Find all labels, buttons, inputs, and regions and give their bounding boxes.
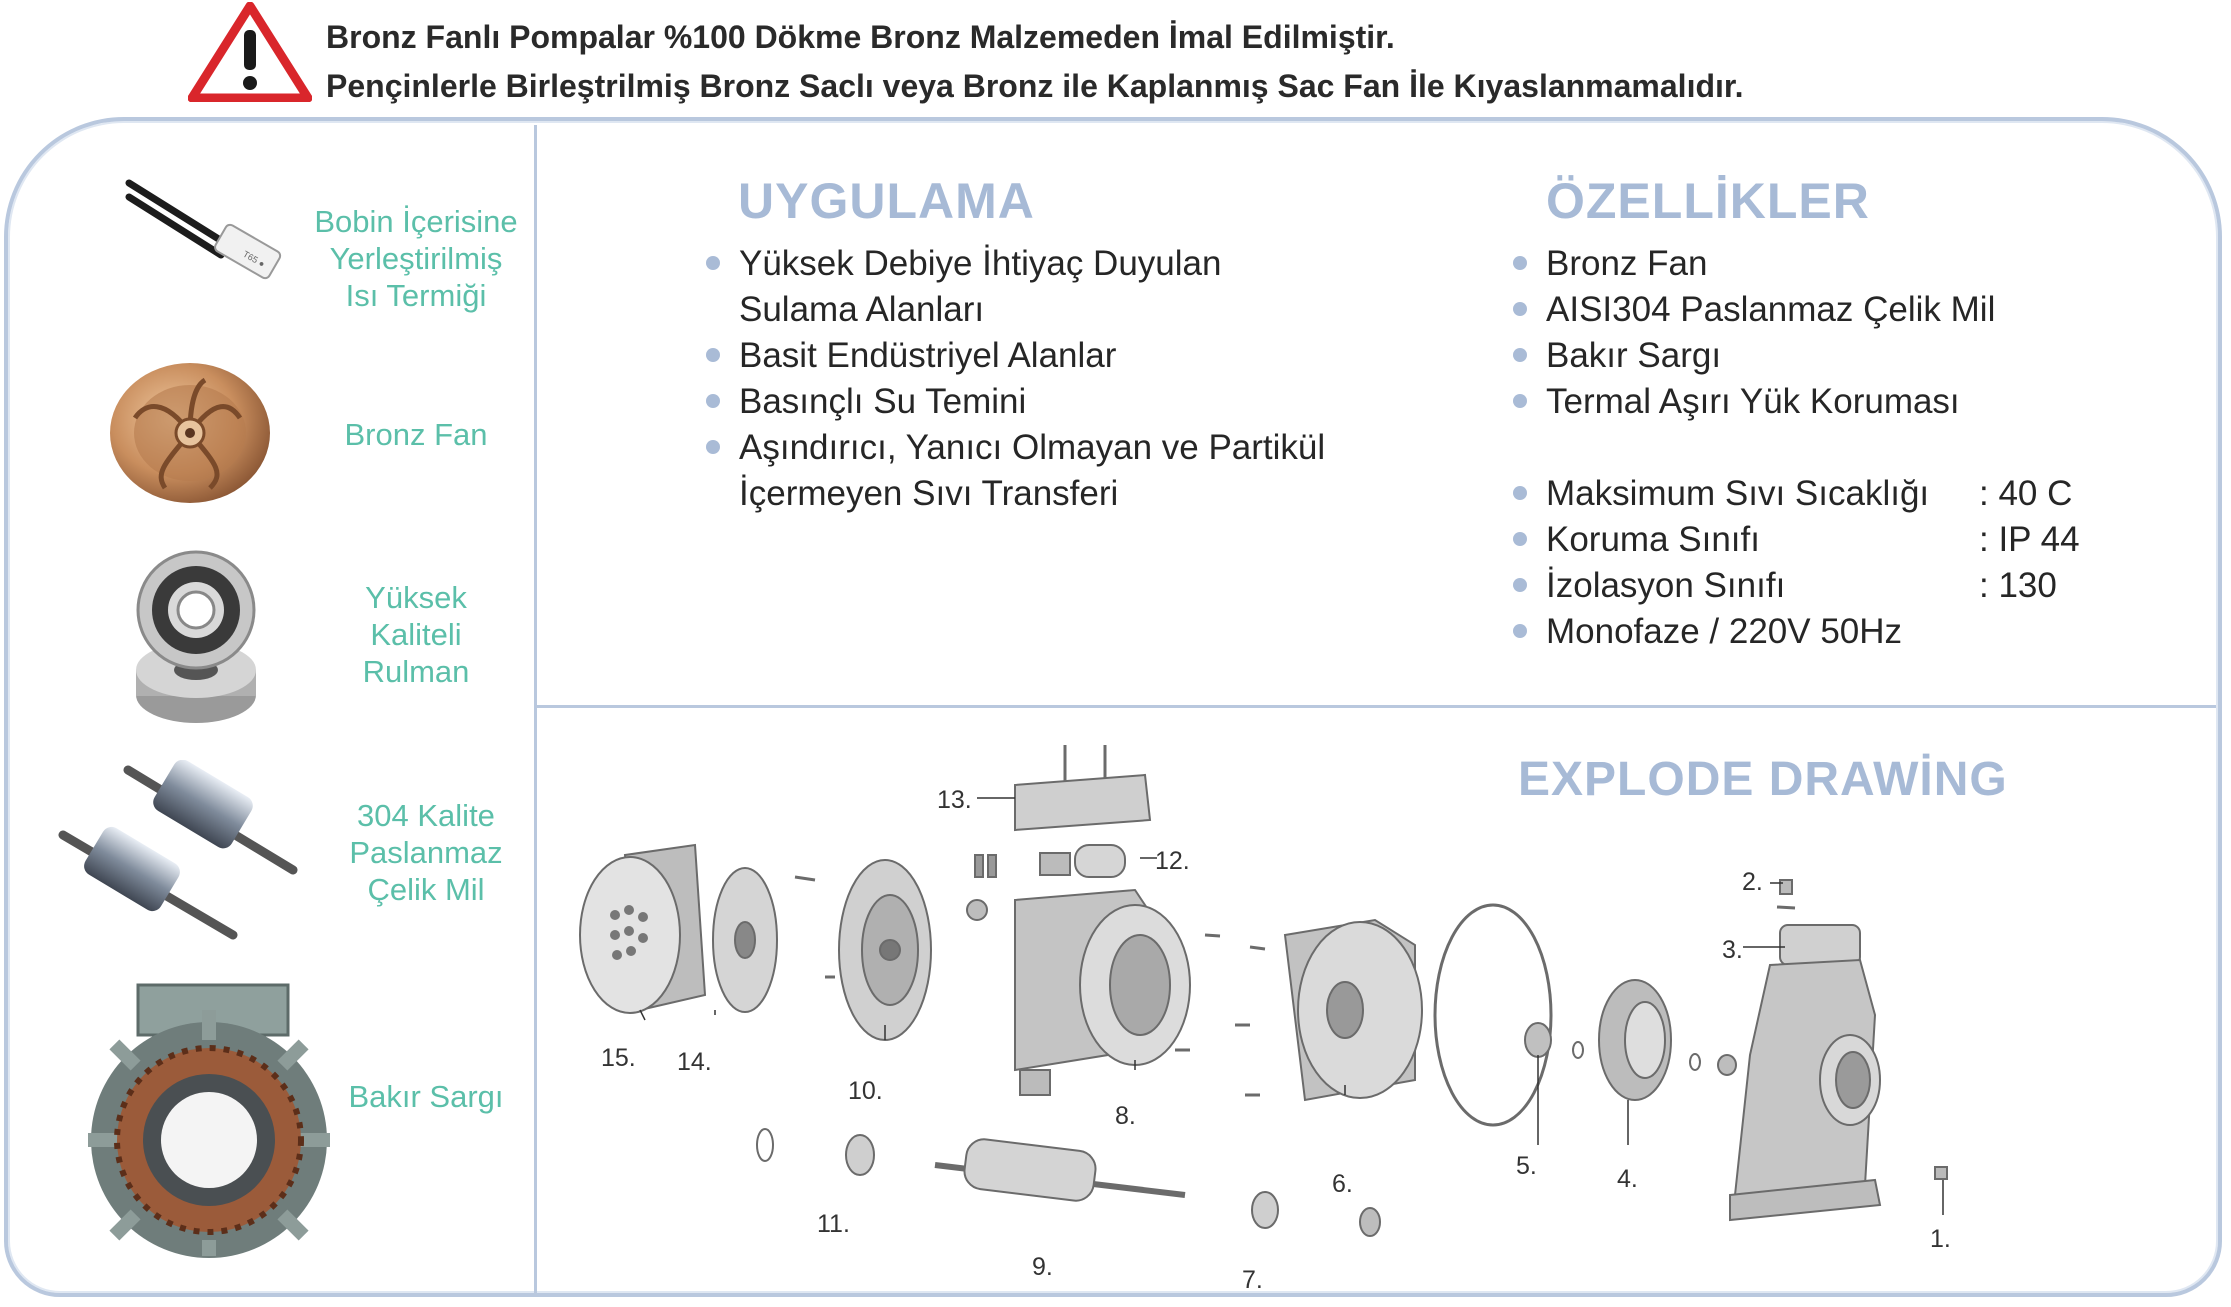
list-item: Termal Aşırı Yük Koruması — [1513, 379, 1995, 425]
part-label-6: 6. — [1332, 1170, 1353, 1198]
part-label-3: 3. — [1722, 936, 1743, 964]
list-item: AISI304 Paslanmaz Çelik Mil — [1513, 287, 1995, 333]
features-list: Bronz Fan AISI304 Paslanmaz Çelik Mil Ba… — [1513, 241, 2080, 655]
fan-cover-part — [579, 843, 707, 1014]
part-label-2: 2. — [1742, 868, 1763, 896]
spec-row: Monofaze / 220V 50Hz — [1513, 609, 1995, 655]
list-item: Bronz Fan — [1513, 241, 1995, 287]
spec-row: İzolasyon Sınıfı: 130 — [1513, 563, 2057, 609]
cooling-fan-part — [712, 867, 778, 1013]
feature-bronze-fan-label: Bronz Fan — [344, 417, 488, 452]
part-label-15: 15. — [601, 1044, 636, 1072]
bearing-image — [136, 550, 256, 723]
list-item: Basınçlı Su Temini — [706, 379, 1325, 425]
spec-row: Koruma Sınıfı: IP 44 — [1513, 517, 2080, 563]
application-title: UYGULAMA — [738, 173, 1035, 229]
pump-bracket-part — [1283, 918, 1423, 1102]
explode-title: EXPLODE DRAWİNG — [1518, 753, 2008, 806]
list-item: Bakır Sargı — [1513, 333, 1995, 379]
part-label-10: 10. — [848, 1077, 883, 1105]
rotor-part — [934, 1138, 1186, 1202]
list-item: Basit Endüstriyel Alanlar — [706, 333, 1325, 379]
thermal-protector-image: T65 ● — [125, 179, 282, 280]
part-label-14: 14. — [677, 1048, 712, 1076]
part-label-9: 9. — [1032, 1253, 1053, 1281]
horizontal-divider — [536, 705, 2216, 708]
end-shield-part — [838, 859, 932, 1041]
warning-line-1: Bronz Fanlı Pompalar %100 Dökme Bronz Ma… — [326, 19, 1395, 55]
part-label-12: 12. — [1155, 847, 1190, 875]
spec-row: Maksimum Sıvı Sıcaklığı: 40 C — [1513, 471, 2072, 517]
warning-icon — [188, 2, 312, 102]
part-label-1: 1. — [1930, 1225, 1951, 1253]
part-label-5: 5. — [1516, 1152, 1537, 1180]
copper-winding-image — [88, 983, 330, 1258]
features-title: ÖZELLİKLER — [1546, 173, 1870, 229]
part-label-11: 11. — [817, 1210, 850, 1238]
feature-winding-label: Bakır Sargı — [348, 1079, 504, 1114]
impeller-part — [1598, 979, 1672, 1101]
part-label-4: 4. — [1617, 1165, 1638, 1193]
stainless-shaft-image — [58, 760, 298, 940]
content-frame — [4, 117, 2222, 1297]
vertical-divider — [534, 125, 537, 1297]
pump-housing-part — [1729, 924, 1882, 1222]
terminal-cover-part — [1014, 745, 1152, 832]
capacitor-part — [974, 844, 1126, 878]
part-label-8: 8. — [1115, 1102, 1136, 1130]
exploded-pump-drawing — [579, 745, 1948, 1237]
bronze-impeller-image — [110, 363, 270, 503]
part-label-13: 13. — [937, 786, 972, 814]
warning-line-2: Pençinlerle Birleştrilmiş Bronz Saclı ve… — [326, 68, 1744, 104]
part-label-7: 7. — [1242, 1266, 1263, 1294]
motor-body-part — [1014, 888, 1191, 1096]
